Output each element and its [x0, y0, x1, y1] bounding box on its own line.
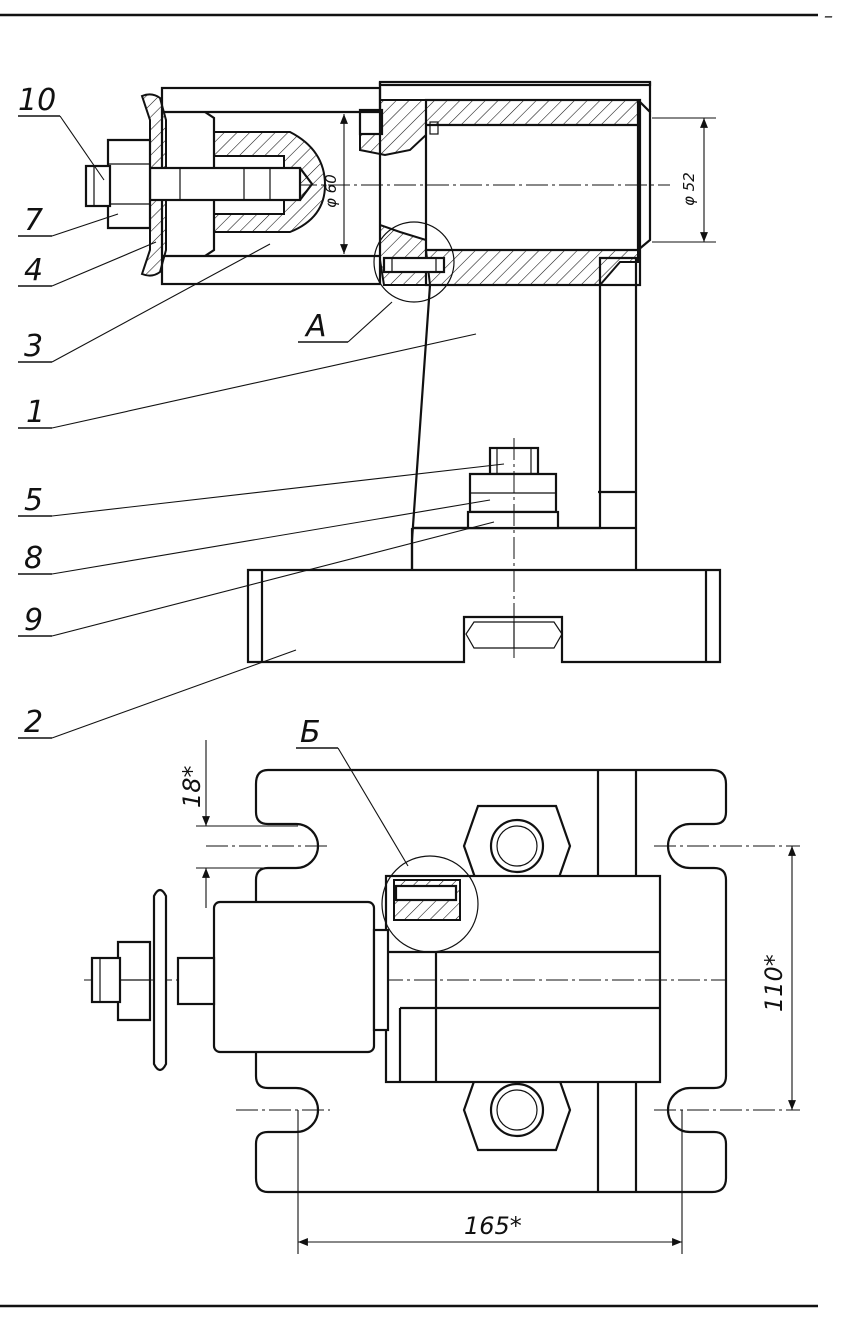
- plan-dim-slot-spacing: 110*: [760, 846, 796, 1110]
- plan-dim-slot-width: 18*: [178, 740, 298, 908]
- front-dimensions: φ 60 φ 52: [322, 114, 716, 254]
- label-part-8: 8: [24, 541, 43, 576]
- dim-bore-outer: φ 60: [322, 174, 340, 208]
- label-part-2: 2: [24, 705, 43, 740]
- cap-and-bolt: [84, 86, 382, 286]
- clamp-bolt-assembly: [466, 438, 560, 660]
- front-view: φ 60 φ 52 10 7 4 3 А 1: [18, 80, 722, 740]
- plan-dim-slot-length: 165*: [297, 1110, 683, 1254]
- dim-slot-spacing: 110*: [760, 954, 788, 1012]
- front-part-labels: 10 7 4 3 А 1 5 8 9: [18, 83, 505, 740]
- plan-detail-b: Б: [296, 715, 409, 867]
- dim-bore-inner: φ 52: [680, 172, 698, 206]
- corner-mark: –: [824, 6, 833, 27]
- plan-bolt-top: [462, 804, 572, 888]
- label-part-10: 10: [18, 83, 56, 118]
- base-plate: [246, 568, 722, 664]
- label-part-4: 4: [24, 253, 43, 288]
- label-part-1: 1: [26, 395, 45, 430]
- plan-housing: [84, 855, 726, 1084]
- label-part-5: 5: [24, 483, 43, 518]
- label-part-9: 9: [24, 603, 43, 638]
- label-part-7: 7: [24, 203, 43, 238]
- plan-base-outline: [254, 768, 728, 1194]
- label-detail-b: Б: [300, 715, 321, 750]
- plan-cap: [90, 888, 390, 1072]
- dim-slot-length: 165*: [464, 1212, 522, 1240]
- dim-slot-width: 18*: [178, 765, 206, 808]
- bushing-housing: [130, 80, 670, 303]
- plan-view: 18* 110* 165* Б: [84, 715, 800, 1254]
- label-detail-a: А: [304, 309, 327, 344]
- drawing-frame: –: [0, 6, 833, 1308]
- label-part-3: 3: [24, 329, 43, 364]
